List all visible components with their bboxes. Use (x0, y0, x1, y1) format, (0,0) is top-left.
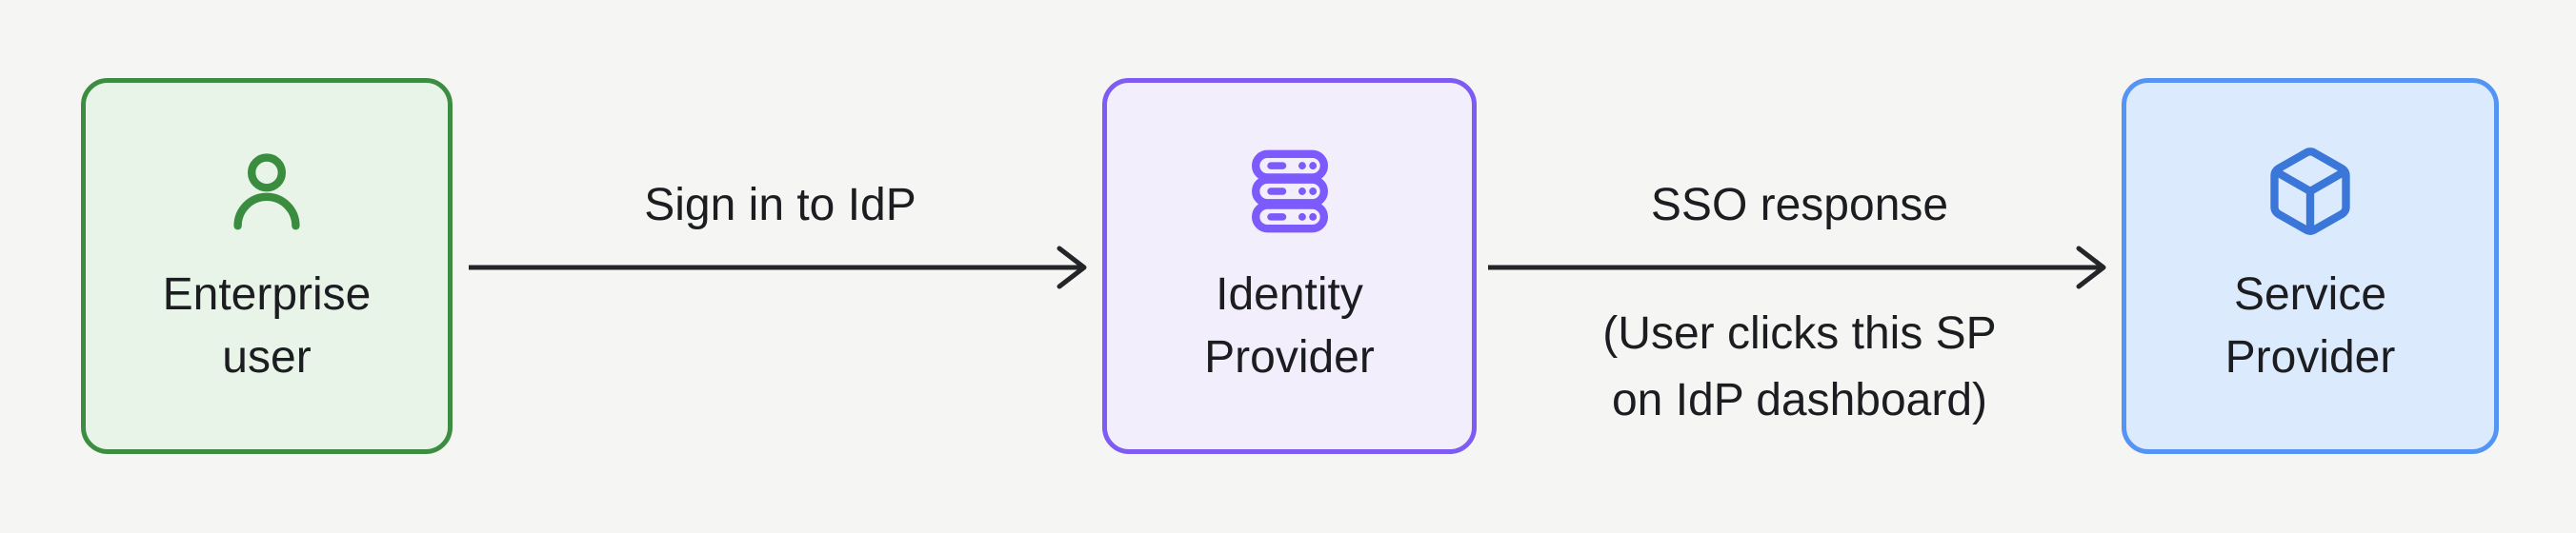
node-enterprise-user: Enterprise user (81, 78, 453, 454)
node-identity-provider: Identity Provider (1102, 78, 1477, 454)
edge-note-line: (User clicks this SP (1602, 308, 1997, 359)
node-service-provider: Service Provider (2122, 78, 2499, 454)
node-label-line: Provider (1204, 331, 1375, 383)
node-label-line: Service (2233, 268, 2387, 320)
edge-note-sso-response: (User clicks this SP on IdP dashboard) (1602, 301, 1996, 434)
cube-icon (2270, 147, 2350, 235)
node-label-service-provider: Service Provider (2225, 264, 2396, 389)
arrow-idp-to-sp (1488, 246, 2106, 289)
node-label-line: Enterprise (162, 268, 372, 320)
node-label-identity-provider: Identity Provider (1204, 264, 1375, 389)
node-label-line: Identity (1216, 268, 1363, 320)
node-label-enterprise-user: Enterprise user (163, 264, 372, 389)
edge-label-sso-response: SSO response (1650, 180, 1949, 230)
node-label-line: Provider (2224, 331, 2396, 383)
node-label-line: user (222, 331, 312, 383)
edge-note-line: on IdP dashboard) (1611, 375, 1988, 425)
person-icon (233, 152, 300, 229)
arrow-user-to-idp (469, 246, 1087, 289)
server-stack-icon (1251, 149, 1328, 232)
edge-label-sign-in-to-idp: Sign in to IdP (644, 180, 916, 230)
